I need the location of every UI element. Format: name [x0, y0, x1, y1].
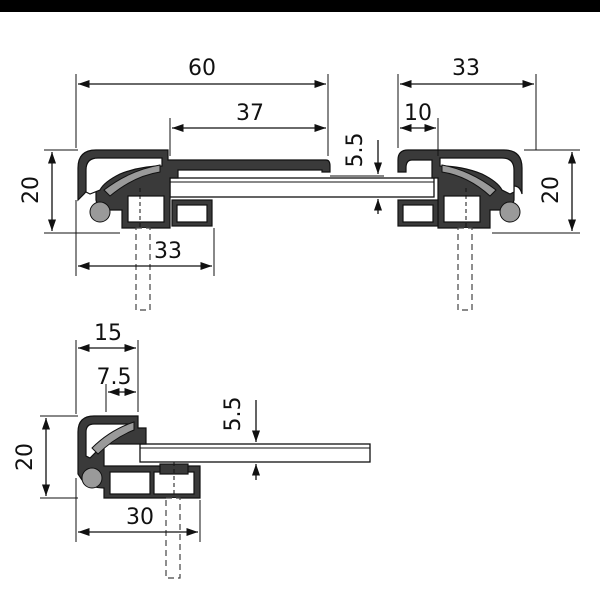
dim-inner-top-left: 37: [236, 101, 264, 126]
gasket-bead: [81, 467, 103, 489]
dim-offset-bottom: 7.5: [97, 365, 132, 390]
gasket-bead: [89, 201, 111, 223]
dim-height-top-left: 20: [19, 176, 44, 204]
dim-offset-top-right: 10: [404, 101, 432, 126]
dim-height-top-right: 20: [539, 176, 564, 204]
dim-panel-top: 5.5: [343, 133, 368, 168]
fixing-screw: [457, 227, 473, 311]
top-left-profile: 60 37 20 33 5.5: [19, 56, 435, 311]
bottom-profile: 15 7.5 20 5.5 30: [13, 321, 371, 579]
fixing-screw: [135, 227, 151, 311]
dim-height-bottom: 20: [13, 443, 38, 471]
top-border-bar: [0, 0, 600, 12]
dim-width-bottom: 15: [94, 321, 122, 346]
gasket-bead: [499, 201, 521, 223]
fixing-screw: [165, 497, 181, 579]
panel-sheet: [139, 443, 371, 463]
panel-sheet: [169, 177, 435, 198]
dim-base-top-left: 33: [154, 239, 182, 264]
dim-panel-bottom: 5.5: [221, 397, 246, 432]
top-right-profile: 33 10 20: [397, 56, 580, 311]
dim-width-top-right: 33: [452, 56, 480, 81]
dim-base-bottom: 30: [126, 505, 154, 530]
dim-width-top-left: 60: [188, 56, 216, 81]
